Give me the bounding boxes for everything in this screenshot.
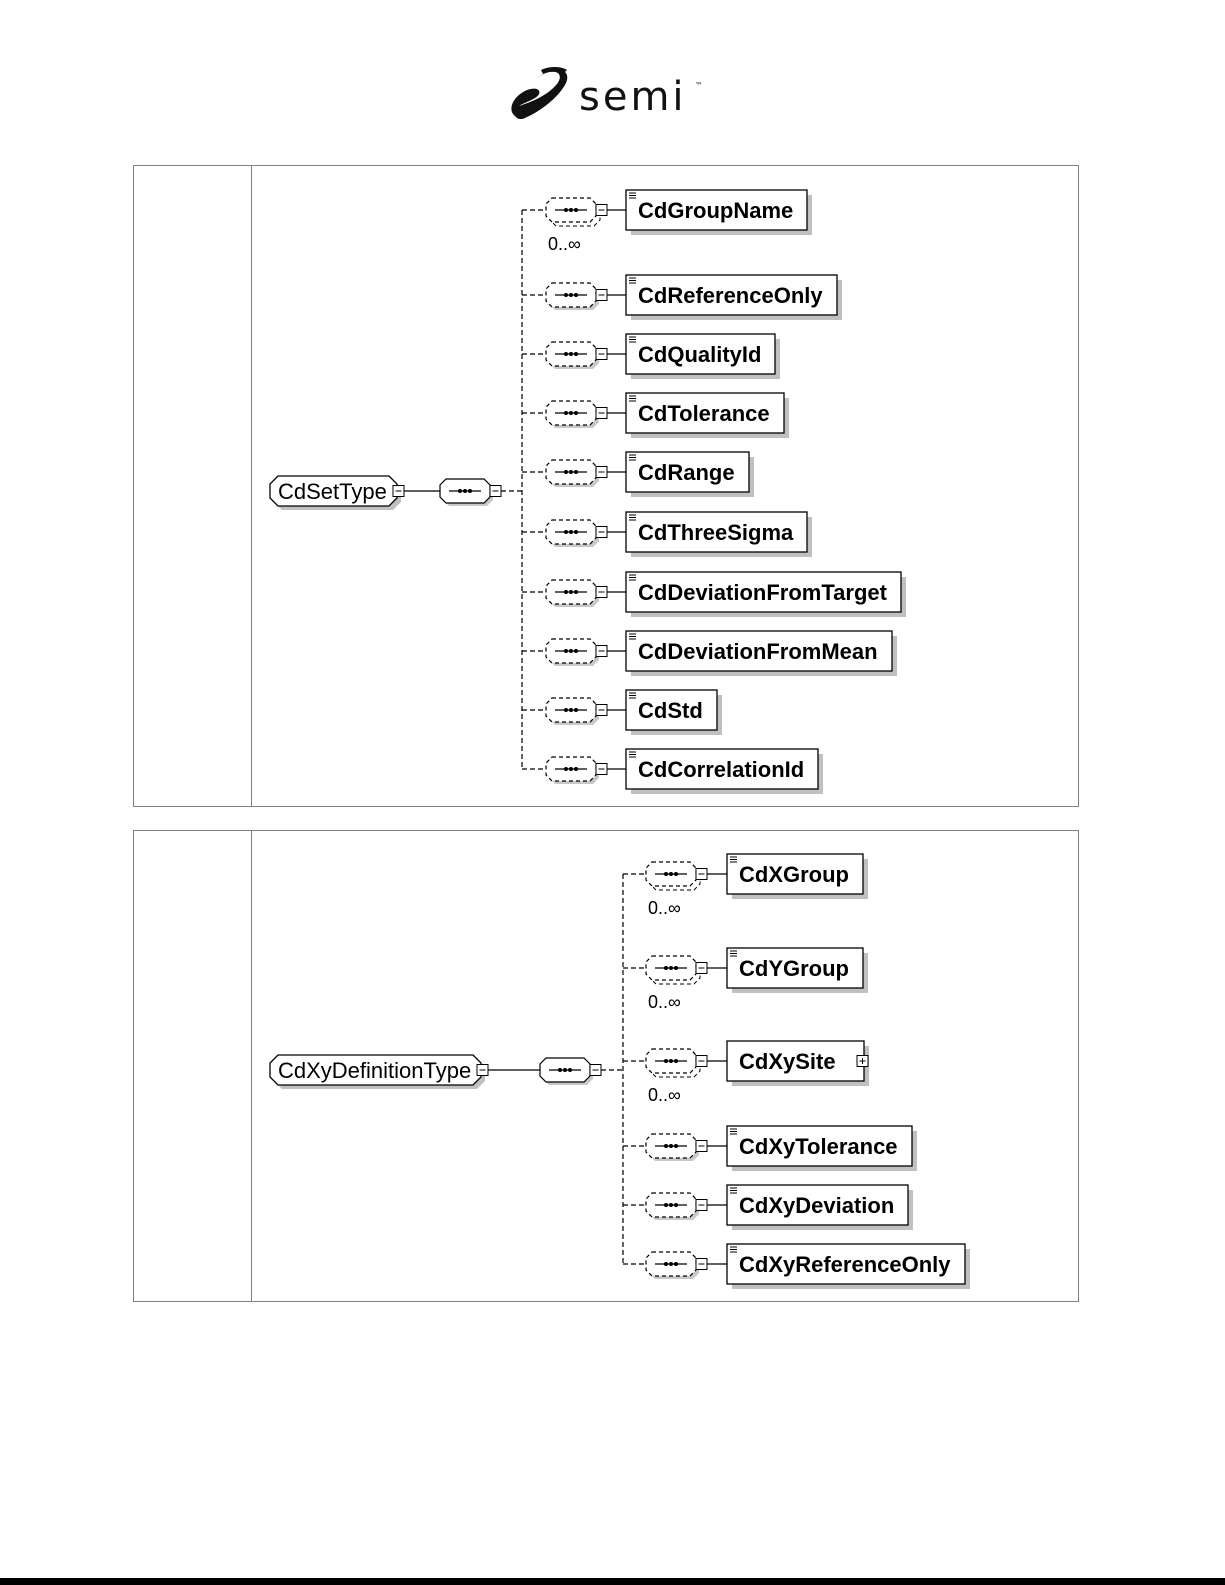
collapse-icon <box>477 1065 488 1076</box>
complex-type-box: CdSetType <box>270 476 401 510</box>
schema-element-box: CdThreeSigma <box>626 512 812 557</box>
collapse-icon <box>696 1259 707 1270</box>
element-label: CdGroupName <box>638 198 793 223</box>
schema-element-box: CdXyDeviation <box>727 1185 913 1230</box>
sequence-compositor-icon <box>546 639 599 666</box>
multiplicity-label: 0..∞ <box>548 234 581 254</box>
element-label: CdDeviationFromMean <box>638 639 878 664</box>
collapse-icon <box>490 486 501 497</box>
schema-diagram-cdsettype: CdSetType CdGroupName 0..∞ CdReferenceOnlyC… <box>134 166 1078 806</box>
schema-diagram-cdxydefinitiontype: CdXyDefinitionType CdXGroup 0..∞ CdYGroup 0.… <box>134 831 1078 1301</box>
element-label: CdXGroup <box>739 862 849 887</box>
multiplicity-label: 0..∞ <box>648 1085 681 1105</box>
complex-type-box: CdXyDefinitionType <box>270 1055 485 1089</box>
sequence-compositor-icon <box>646 956 700 984</box>
sequence-compositor-icon <box>646 1134 699 1161</box>
sequence-compositor-icon <box>546 520 599 547</box>
schema-element-box: CdQualityId <box>626 334 780 379</box>
element-label: CdStd <box>638 698 703 723</box>
schema-element-box: CdTolerance <box>626 393 789 438</box>
complex-type-label: CdSetType <box>278 479 387 504</box>
schema-element-box: CdStd <box>626 690 722 735</box>
sequence-compositor-icon <box>546 460 599 487</box>
footer-rule <box>0 1578 1225 1585</box>
schema-tree: CdSetType CdGroupName 0..∞ CdReferenceOnlyC… <box>270 190 906 794</box>
collapse-icon <box>696 963 707 974</box>
sequence-compositor-icon <box>646 862 700 890</box>
semi-logo-mark <box>511 67 567 119</box>
collapse-icon <box>393 486 404 497</box>
schema-tree: CdXyDefinitionType CdXGroup 0..∞ CdYGroup 0.… <box>270 854 970 1289</box>
sequence-compositor-icon <box>546 698 599 725</box>
collapse-icon <box>596 646 607 657</box>
schema-panel-cdxydefinitiontype: CdXyDefinitionType CdXGroup 0..∞ CdYGroup 0.… <box>133 830 1079 1302</box>
collapse-icon <box>596 527 607 538</box>
schema-element-box: CdXGroup <box>727 854 868 899</box>
collapse-icon <box>596 349 607 360</box>
schema-element-box: CdXySite <box>727 1041 869 1086</box>
collapse-icon <box>596 764 607 775</box>
sequence-compositor-icon <box>546 198 600 226</box>
collapse-icon <box>596 705 607 716</box>
element-label: CdReferenceOnly <box>638 283 823 308</box>
element-label: CdQualityId <box>638 342 761 367</box>
collapse-icon <box>596 205 607 216</box>
collapse-icon <box>596 290 607 301</box>
collapse-icon <box>696 1141 707 1152</box>
sequence-compositor-icon <box>646 1193 699 1220</box>
collapse-icon <box>590 1065 601 1076</box>
svg-text:™: ™ <box>695 81 703 90</box>
element-label: CdThreeSigma <box>638 520 794 545</box>
sequence-compositor-icon <box>646 1252 699 1279</box>
sequence-compositor-icon <box>546 757 599 784</box>
collapse-icon <box>696 869 707 880</box>
element-label: CdYGroup <box>739 956 849 981</box>
sequence-compositor-icon <box>546 401 599 428</box>
sequence-compositor-icon <box>646 1049 700 1077</box>
expand-icon <box>857 1056 868 1067</box>
collapse-icon <box>596 587 607 598</box>
sequence-compositor-icon <box>546 342 599 369</box>
multiplicity-label: 0..∞ <box>648 992 681 1012</box>
sequence-compositor-icon <box>546 283 599 310</box>
element-label: CdRange <box>638 460 735 485</box>
element-label: CdXyDeviation <box>739 1193 894 1218</box>
schema-element-box: CdReferenceOnly <box>626 275 842 320</box>
element-label: CdXyReferenceOnly <box>739 1252 951 1277</box>
collapse-icon <box>696 1200 707 1211</box>
complex-type-label: CdXyDefinitionType <box>278 1058 471 1083</box>
schema-element-box: CdGroupName <box>626 190 812 235</box>
sequence-compositor-icon <box>440 479 493 506</box>
schema-element-box: CdDeviationFromTarget <box>626 572 906 617</box>
sequence-compositor-icon <box>546 580 599 607</box>
semi-wordmark: semi <box>579 74 687 120</box>
semi-logo: semi ™ <box>505 66 710 124</box>
element-label: CdXyTolerance <box>739 1134 898 1159</box>
collapse-icon <box>696 1056 707 1067</box>
element-label: CdCorrelationId <box>638 757 804 782</box>
schema-element-box: CdDeviationFromMean <box>626 631 897 676</box>
multiplicity-label: 0..∞ <box>648 898 681 918</box>
schema-element-box: CdXyReferenceOnly <box>727 1244 970 1289</box>
schema-element-box: CdRange <box>626 452 754 497</box>
collapse-icon <box>596 467 607 478</box>
element-label: CdXySite <box>739 1049 836 1074</box>
schema-element-box: CdYGroup <box>727 948 868 993</box>
schema-element-box: CdCorrelationId <box>626 749 823 794</box>
sequence-compositor-icon <box>540 1058 593 1085</box>
element-label: CdDeviationFromTarget <box>638 580 888 605</box>
element-label: CdTolerance <box>638 401 770 426</box>
collapse-icon <box>596 408 607 419</box>
schema-element-box: CdXyTolerance <box>727 1126 917 1171</box>
